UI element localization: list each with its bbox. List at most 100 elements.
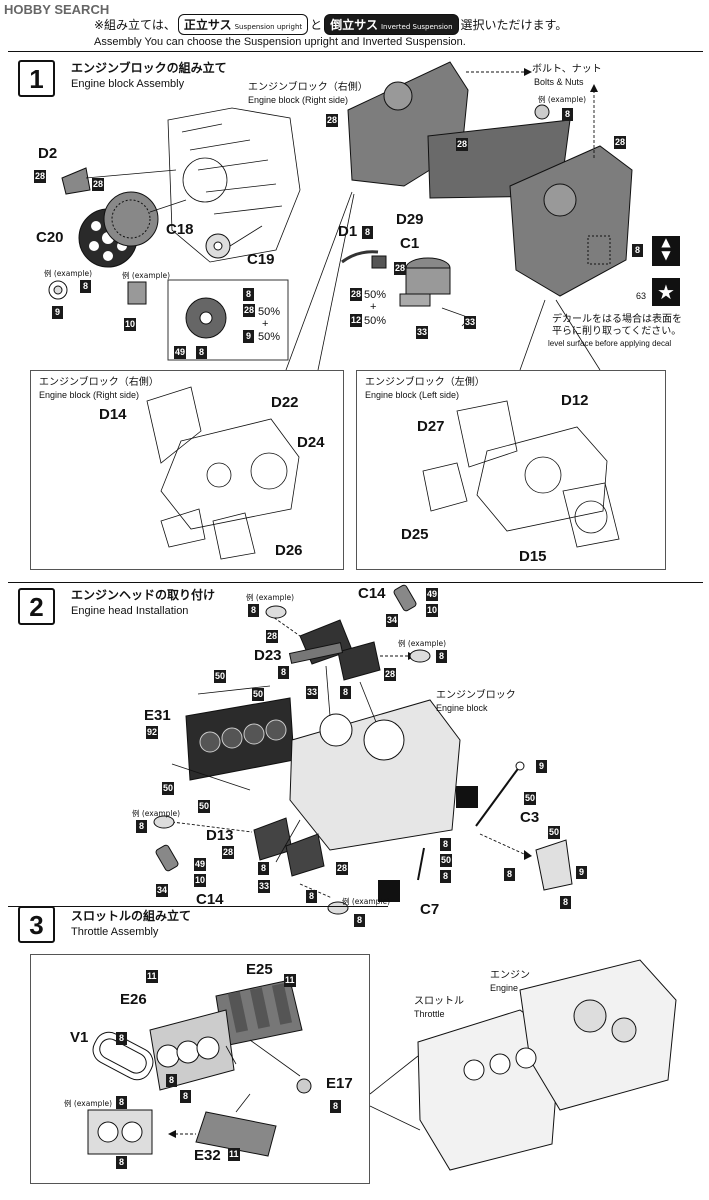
right-side-label-jp: エンジンブロック（右側） <box>248 82 368 93</box>
badge-8: 8 <box>440 870 451 883</box>
example-label: 例 (example) <box>44 269 93 278</box>
sub-left-jp: エンジンブロック（左側） <box>365 377 485 388</box>
badge-33: 33 <box>258 880 271 893</box>
badge-33: 33 <box>416 326 429 339</box>
badge-8: 9 <box>536 760 547 773</box>
part-c14-bottom: C14 <box>196 891 224 908</box>
badge-50: 50 <box>198 800 211 813</box>
badge-28: 28 <box>394 262 407 275</box>
example-label: 例 (example) <box>64 1099 113 1108</box>
decal-number: 63 <box>636 291 647 301</box>
part-e31: E31 <box>144 707 171 724</box>
subpanel-left-side: エンジンブロック（左側） Engine block (Left side) D1… <box>356 370 666 570</box>
badge-33: 33 <box>306 686 319 699</box>
part-d13: D13 <box>206 827 234 844</box>
badge-10: 10 <box>124 318 137 331</box>
badge-8: 9 <box>576 866 587 879</box>
badge-28: 28 <box>326 114 339 127</box>
header-intro-en: Assembly You can choose the Suspension u… <box>94 36 466 48</box>
part-d29: D29 <box>396 211 424 228</box>
step1-number: 1 <box>18 60 55 97</box>
intro-conj: と <box>310 18 323 32</box>
example-label: 例 (example) <box>342 897 391 906</box>
step2-divider <box>8 906 388 907</box>
badge-50: 50 <box>162 782 175 795</box>
part-d24: D24 <box>297 434 325 451</box>
right-side-block-sketch <box>146 386 300 560</box>
badge-11: 11 <box>284 974 296 987</box>
badge-9: 9 <box>243 330 254 343</box>
badge-9: 50 <box>440 854 453 867</box>
throttle-label-jp: スロットル <box>414 996 464 1007</box>
badge-10: 10 <box>194 874 207 887</box>
badge-49: 49 <box>426 588 439 601</box>
part-d26: D26 <box>275 542 303 559</box>
step3-title-jp: スロットルの組み立て <box>71 909 192 923</box>
badge-28: 28 <box>336 862 349 875</box>
badge-8: 8 <box>136 820 147 833</box>
badge-8: 8 <box>248 604 259 617</box>
intro-pre: ※組み立ては、 <box>94 18 176 32</box>
ratio-b: 50% <box>364 315 387 327</box>
part-d14: D14 <box>99 406 127 423</box>
badge-8: 8 <box>362 226 373 239</box>
badge-8: 8 <box>632 244 643 257</box>
part-e25: E25 <box>246 961 273 978</box>
badge-49: 49 <box>174 346 187 359</box>
example-label: 例 (example) <box>246 593 295 602</box>
badge-28: 28 <box>384 668 397 681</box>
badge-28: 28 <box>614 136 627 149</box>
header-divider <box>8 51 703 52</box>
part-c14-top: C14 <box>358 585 386 602</box>
example-label: 例 (example) <box>122 271 171 280</box>
ratio-plus: + <box>370 301 377 313</box>
badge-28: 28 <box>222 846 235 859</box>
engine-label-jp: エンジン <box>490 970 530 981</box>
left-side-block-sketch <box>422 400 620 548</box>
part-d25: D25 <box>401 526 429 543</box>
part-c3: C3 <box>520 809 540 826</box>
badge-28: 28 <box>243 304 256 317</box>
badge-10: 10 <box>426 604 439 617</box>
badge-92: 92 <box>146 726 159 739</box>
badge-50: 50 <box>548 826 561 839</box>
badge-8: 8 <box>243 288 254 301</box>
part-d23: D23 <box>254 647 282 664</box>
right-side-label-en: Engine block (Right side) <box>248 95 349 105</box>
part-v1: V1 <box>70 1029 89 1046</box>
part-e17: E17 <box>326 1075 353 1092</box>
part-d12: D12 <box>561 392 589 409</box>
decal-note-jp-1: デカールをはる場合は表面を <box>552 314 682 325</box>
part-d22: D22 <box>271 394 299 411</box>
badge-8: 8 <box>166 1074 177 1087</box>
badge-34: 34 <box>386 614 399 627</box>
part-e32: E32 <box>194 1147 221 1164</box>
step1-divider <box>8 582 703 583</box>
badge-50: 50 <box>252 688 265 701</box>
bolts-label-en: Bolts & Nuts <box>534 77 584 87</box>
subpanel-right-side: エンジンブロック（右側） Engine block (Right side) D… <box>30 370 344 570</box>
block-label-jp: エンジンブロック <box>436 690 516 701</box>
star-icon: ★ <box>652 278 680 306</box>
step2-title-en: Engine head Installation <box>71 605 189 617</box>
badge-8: 8 <box>440 838 451 851</box>
step3-title-en: Throttle Assembly <box>71 926 159 938</box>
badge-8: 8 <box>116 1156 127 1169</box>
ratio-b: 50% <box>258 331 281 343</box>
step1-title-jp: エンジンブロックの組み立て <box>71 61 227 75</box>
badge-8: 8 <box>436 650 447 663</box>
part-e26: E26 <box>120 991 147 1008</box>
decal-note-jp-2: 平らに削り取ってください。 <box>552 326 682 337</box>
step1-title-en: Engine block Assembly <box>71 78 185 90</box>
badge-8: 8 <box>180 1090 191 1103</box>
part-c19: C19 <box>247 251 275 268</box>
badge-34: 34 <box>156 884 169 897</box>
part-d1: D1 <box>338 223 358 240</box>
arrow-updown-icon: ▲▼ <box>652 236 680 266</box>
step2-number: 2 <box>18 588 55 625</box>
